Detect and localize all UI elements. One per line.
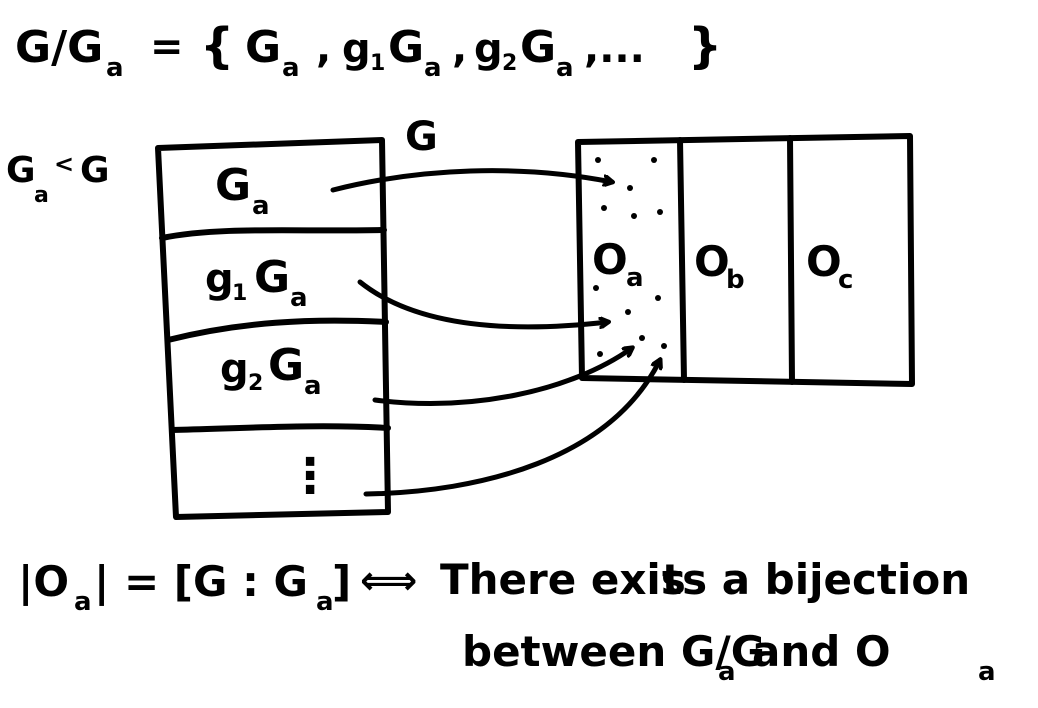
header-item-2-main: g: [342, 26, 371, 72]
orbit-b-sub: b: [726, 265, 745, 295]
orbit-point: [651, 157, 657, 163]
orbit-point: [639, 335, 645, 341]
coset-box-outline: [155, 137, 391, 520]
arrow-4: [363, 360, 660, 497]
formula-left-sub: a: [74, 587, 92, 617]
orbit-divider-2: [787, 135, 795, 385]
coset-3-main: g: [220, 346, 249, 392]
statement-line1-a: There exis: [440, 555, 686, 604]
coset-4-ellipsis: ⋮: [286, 448, 334, 504]
header-item-2-sub: a: [424, 53, 442, 83]
header-item-1-main: G: [245, 22, 281, 73]
coset-row: g 1 G a: [205, 252, 308, 313]
statement-line2-end-sub: a: [978, 657, 996, 687]
orbit-point: [595, 157, 601, 163]
arrow-3: [372, 348, 632, 406]
formula-right: ]: [332, 557, 351, 606]
statement-line1-b: ts a bijection: [662, 555, 970, 604]
orbit-point: [657, 209, 663, 215]
coset-2-sub: a: [290, 283, 308, 313]
orbit-point: [627, 185, 633, 191]
subgroup-sub: a: [34, 183, 49, 208]
orbit-a-sub: a: [626, 263, 644, 293]
group-label: G: [405, 114, 438, 160]
header-item-3-main2: G: [520, 22, 556, 73]
statement-line2-sub: a: [718, 657, 736, 687]
header-equation: G/G a = { G a , g 1 G a , g 2 G a ,... }: [15, 18, 722, 83]
orbit-points: [593, 157, 667, 357]
header-item-3-sub: a: [556, 53, 574, 83]
orbit-point: [601, 205, 607, 211]
orbit-point: [597, 351, 603, 357]
coset-divider-1: [159, 227, 387, 241]
orbit-point: [625, 309, 631, 315]
orbit-point: [631, 213, 637, 219]
subgroup-rhs: G: [80, 150, 110, 191]
coset-box: G a g 1 G a g 2 G a ⋮: [155, 137, 391, 520]
coset-3-main2: G: [268, 340, 304, 391]
coset-2-main: g: [205, 256, 234, 302]
orbit-point: [655, 295, 661, 301]
formula-mid-sub: a: [316, 587, 334, 617]
header-comma-2: ,: [452, 26, 467, 72]
coset-row: G a: [215, 160, 270, 221]
coset-divider-3: [169, 423, 391, 433]
orbit-c-sub: c: [838, 265, 853, 295]
orbit-a-main: O: [592, 235, 628, 284]
coset-2-main2: G: [254, 252, 290, 303]
coset-3-sub1: 2: [248, 371, 263, 396]
header-set-open: {: [200, 18, 234, 74]
coset-1-main: G: [215, 160, 251, 211]
header-comma-1: ,: [316, 26, 331, 72]
subgroup-rel: <: [54, 150, 74, 178]
header-item-3-sub1: 2: [502, 51, 517, 76]
orbit-b-main: O: [694, 237, 730, 286]
iff-arrow: ⟺: [360, 558, 417, 604]
orbit-point: [593, 285, 599, 291]
header-item-1-sub: a: [282, 53, 300, 83]
orbit-box: O a O b O c: [575, 133, 915, 387]
coset-divider-2: [165, 317, 389, 343]
header-lhs-sub: a: [106, 53, 124, 83]
orbit-box-outline: [575, 133, 915, 387]
bottom-statement: |O a | = [G : G a ] ⟺ There exis ts a bi…: [18, 555, 996, 687]
arrow-2: [357, 279, 608, 330]
coset-2-sub1: 1: [232, 281, 247, 306]
header-item-2-sub1: 1: [370, 51, 385, 76]
coset-row: g 2 G a: [220, 340, 322, 401]
orbit-c-main: O: [806, 237, 842, 286]
header-item-2-main2: G: [388, 22, 424, 73]
header-lhs: G/G: [15, 22, 103, 73]
formula-left: |O: [18, 557, 69, 606]
orbit-point: [661, 343, 667, 349]
coset-1-sub: a: [252, 191, 270, 221]
statement-line2-end: and O: [752, 627, 891, 676]
subgroup-label: G a < G: [6, 150, 110, 208]
coset-3-sub: a: [304, 371, 322, 401]
header-equals: =: [150, 24, 184, 70]
arrow-1: [330, 168, 612, 193]
coset-to-orbit-arrows: [330, 168, 660, 497]
header-set-close: }: [688, 18, 722, 74]
header-item-3-main: g: [474, 26, 503, 72]
formula-mid: | = [G : G: [94, 557, 308, 606]
header-ellipsis: ,...: [584, 26, 645, 72]
subgroup-main: G: [6, 150, 36, 191]
statement-line2: between G/G: [462, 627, 765, 676]
orbit-divider-1: [677, 137, 687, 383]
